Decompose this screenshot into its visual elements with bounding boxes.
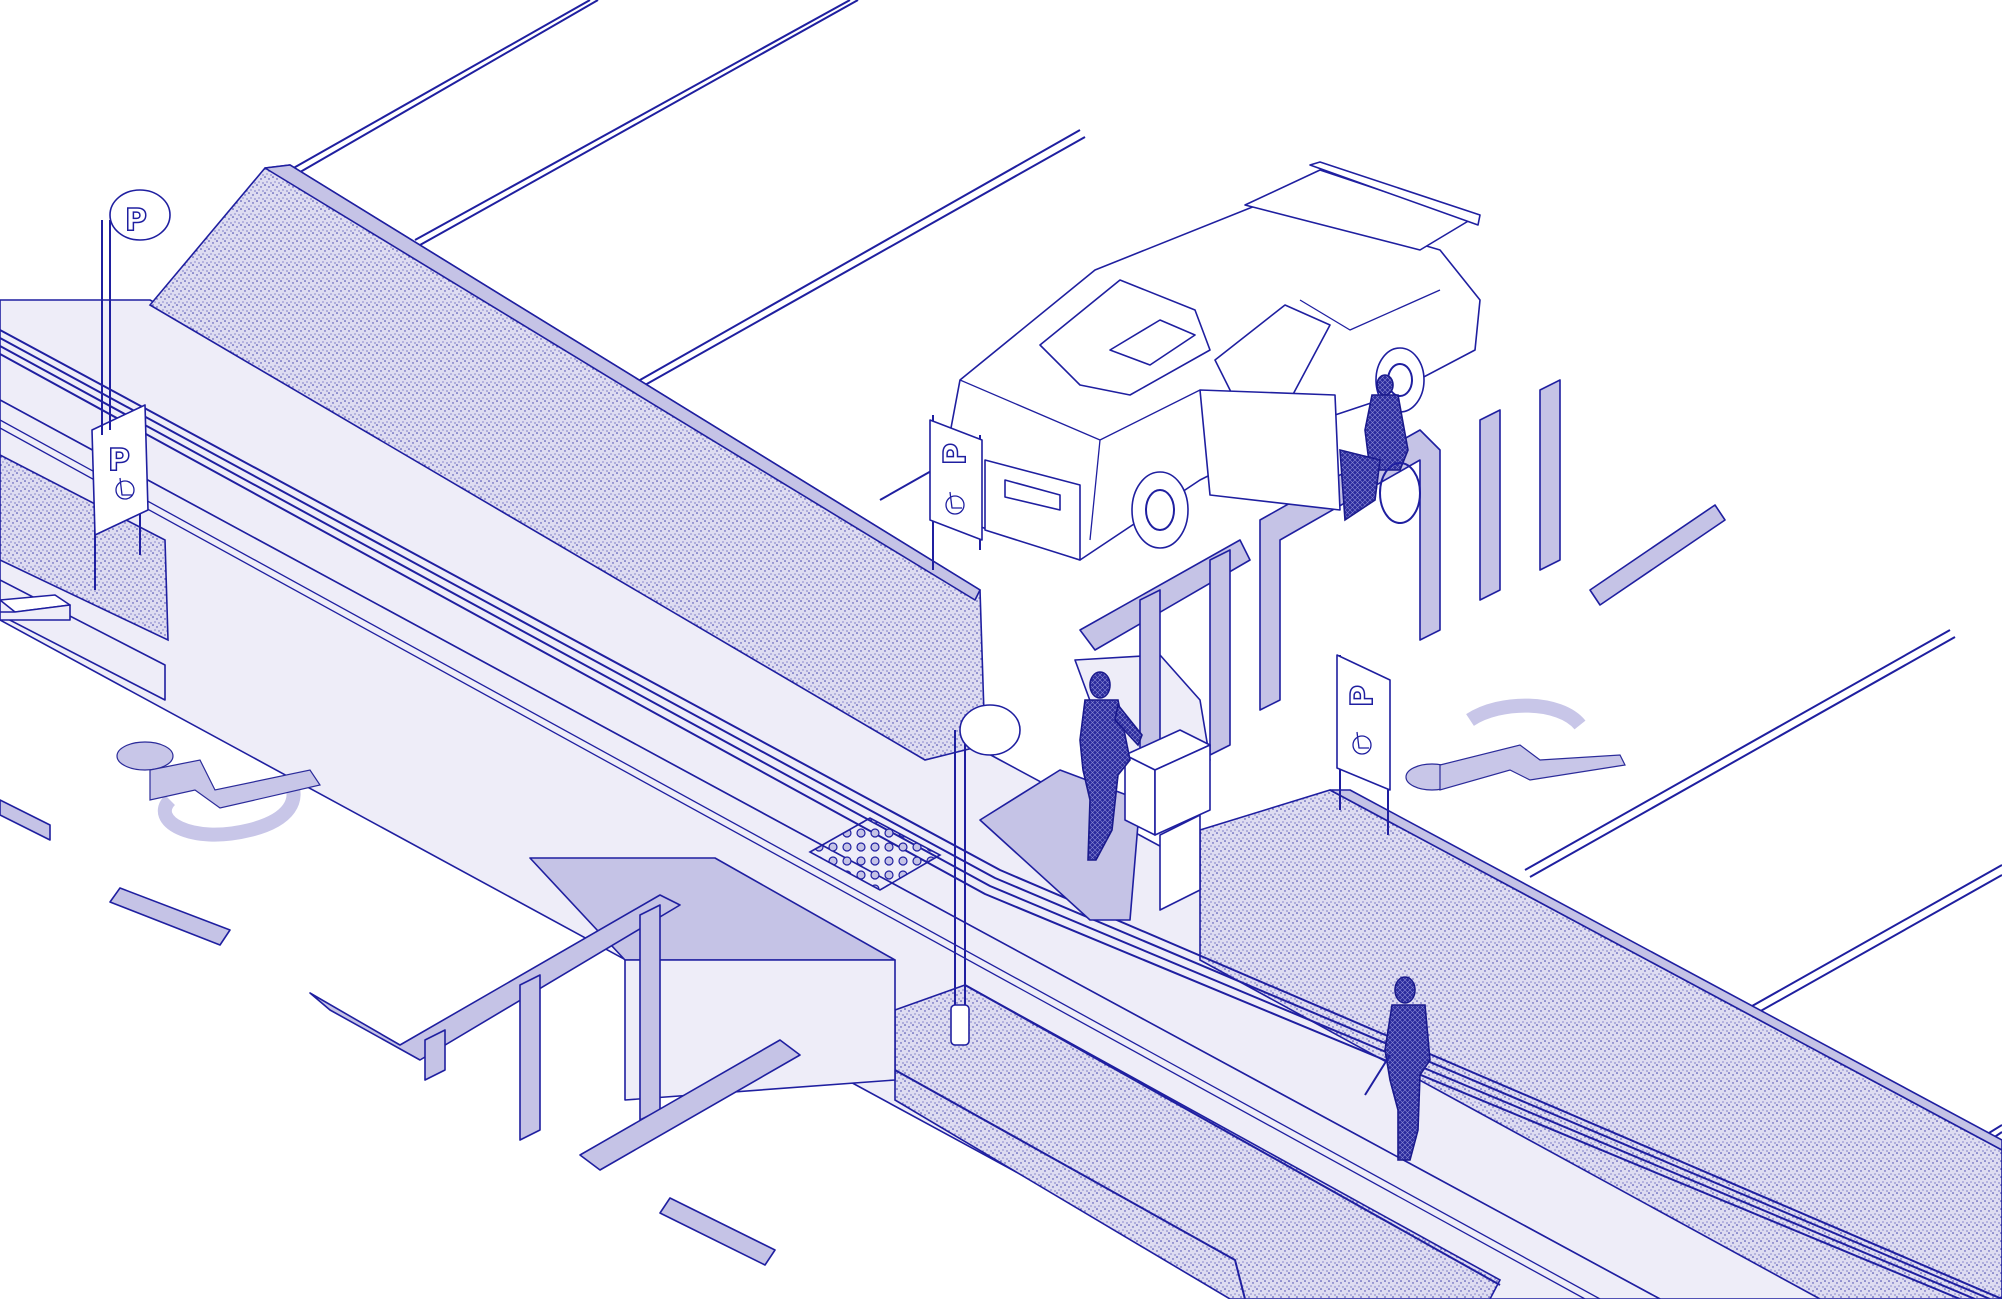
lamp-post-left: P [101, 189, 171, 435]
curb-edge-bottom [894, 984, 1501, 1299]
person-in-wheelchair [1339, 374, 1421, 524]
wheelchair-icon [945, 491, 965, 515]
person-standing [1079, 671, 1143, 861]
wheelchair-floor-symbol-right [1405, 698, 1626, 791]
gravel-strip-upper [148, 164, 986, 761]
lamp-p-glyph: P [125, 203, 147, 238]
lamp-post-center [950, 704, 1021, 1046]
parking-sign-middle: P [929, 415, 983, 570]
pavement-lettering-lower [0, 799, 801, 1266]
wheelchair-floor-symbol-left [116, 741, 321, 842]
wheelchair-icon [1352, 731, 1372, 755]
parking-sign-right: P [1336, 654, 1391, 835]
person-walking-with-cane [1364, 976, 1431, 1161]
curb-block-left [0, 594, 71, 621]
sign-p-glyph: P [1345, 685, 1380, 707]
sign-p-glyph: P [108, 443, 130, 478]
tactile-guide-lines [0, 329, 2002, 1299]
parking-sign-left: P [91, 404, 149, 590]
tactile-warning-pad [808, 817, 942, 891]
gravel-strip-right [1199, 789, 2002, 1299]
car [944, 161, 1481, 561]
sign-p-glyph: P [938, 443, 973, 465]
wheelchair-icon [115, 477, 135, 500]
ticket-kiosk [1124, 729, 1211, 911]
